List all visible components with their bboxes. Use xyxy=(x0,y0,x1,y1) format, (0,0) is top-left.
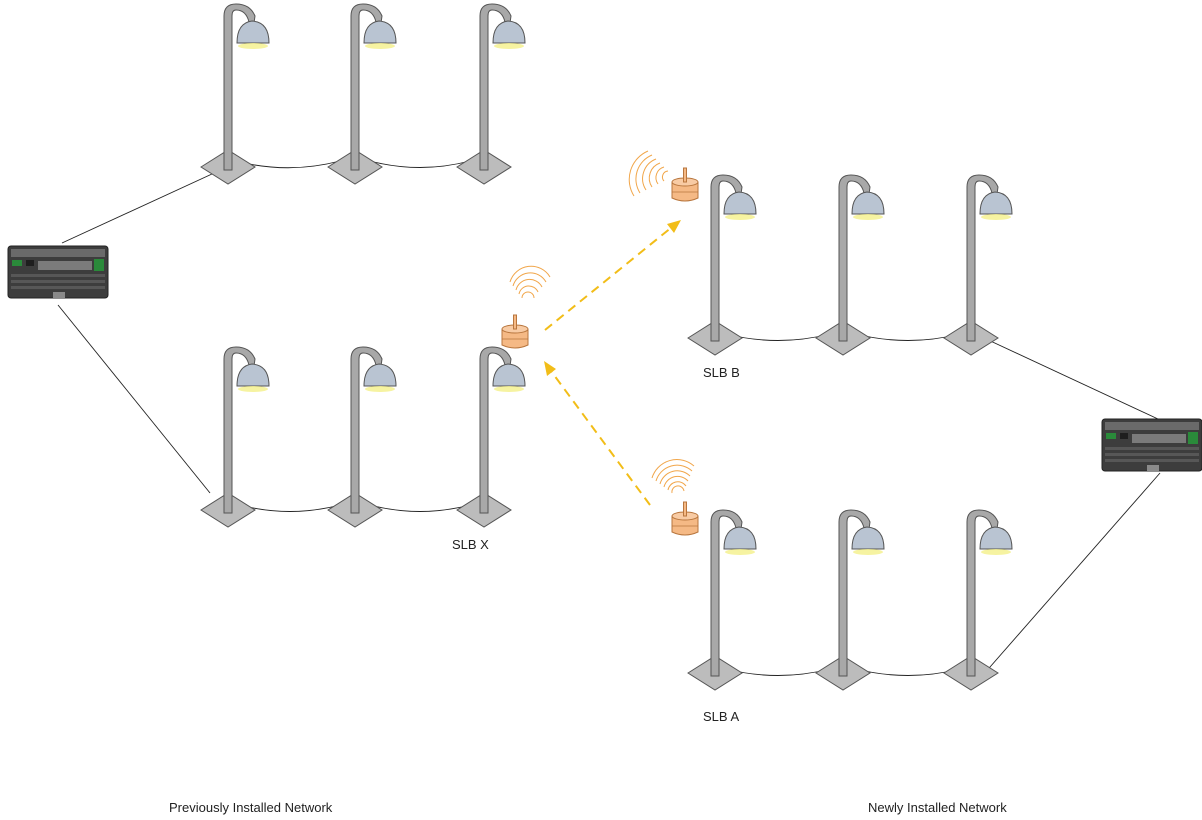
street-light-icon-slb-a xyxy=(687,509,757,691)
signal-waves-icon xyxy=(651,459,695,494)
street-light-icon xyxy=(327,346,397,528)
wireless-link-a-to-x xyxy=(544,361,651,506)
signal-waves-icon xyxy=(628,150,669,197)
segment-controller-icon-previous xyxy=(7,245,109,299)
radio-repeater-icon-slb-x xyxy=(501,265,551,349)
cables-previous-network xyxy=(57,160,471,512)
street-light-icon-slb-b xyxy=(687,174,757,356)
street-light-icon-slb-x xyxy=(456,346,526,528)
cables-new-network xyxy=(725,333,1161,676)
label-slb-b: SLB B xyxy=(703,365,740,380)
wireless-link-x-to-b xyxy=(544,220,681,331)
label-new-network: Newly Installed Network xyxy=(868,800,1007,815)
street-light-icon xyxy=(456,3,526,185)
street-light-icon xyxy=(200,346,270,528)
segment-controller-icon-new xyxy=(1101,418,1202,472)
street-light-icon xyxy=(815,174,885,356)
signal-waves-icon xyxy=(509,265,551,299)
street-light-icon xyxy=(200,3,270,185)
street-light-icon xyxy=(943,174,1013,356)
street-light-icon xyxy=(327,3,397,185)
label-previous-network: Previously Installed Network xyxy=(169,800,333,815)
radio-repeater-icon-slb-a xyxy=(651,459,699,536)
street-light-icon xyxy=(815,509,885,691)
label-slb-x: SLB X xyxy=(452,537,489,552)
radio-repeater-icon-slb-b xyxy=(628,150,699,202)
street-light-icon xyxy=(943,509,1013,691)
label-slb-a: SLB A xyxy=(703,709,739,724)
